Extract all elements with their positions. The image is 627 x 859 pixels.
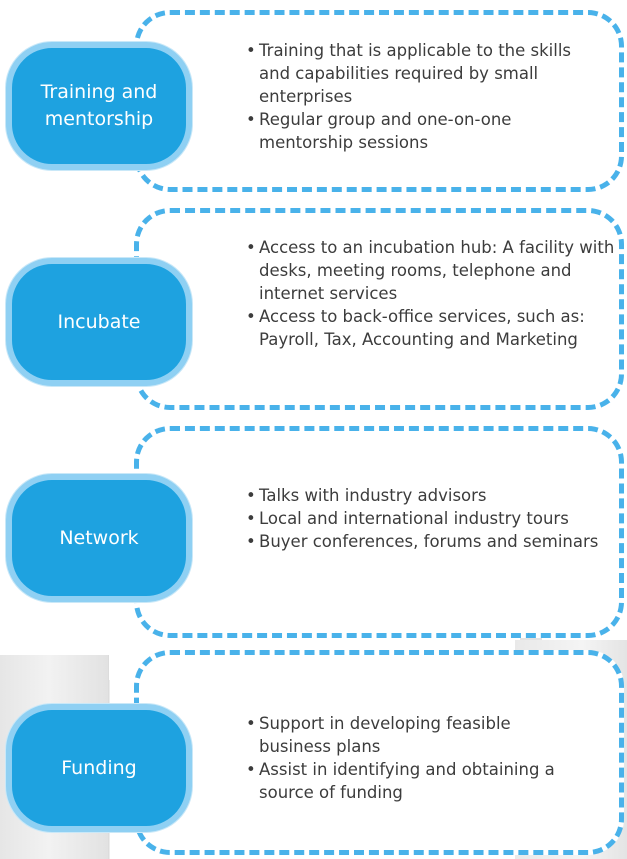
list-item: • Local and international industry tours xyxy=(246,507,618,530)
list-item-text: Support in developing feasible business … xyxy=(259,714,511,756)
section-badge-training: Training and mentorship xyxy=(6,42,192,170)
section-bullets-incubate: • Access to an incubation hub: A facilit… xyxy=(246,236,618,351)
list-item-text: Buyer conferences, forums and seminars xyxy=(259,532,599,551)
list-item: • Support in developing feasible busines… xyxy=(246,712,576,758)
section-frame-incubate xyxy=(134,208,624,410)
list-item-text: Talks with industry advisors xyxy=(259,486,487,505)
list-item-text: Assist in identifying and obtaining a so… xyxy=(259,760,555,802)
list-item: • Assist in identifying and obtaining a … xyxy=(246,758,576,804)
bullet-icon: • xyxy=(246,509,256,528)
bullet-icon: • xyxy=(246,110,256,129)
list-item: • Talks with industry advisors xyxy=(246,484,618,507)
list-item: • Buyer conferences, forums and seminars xyxy=(246,530,618,553)
list-item-text: Training that is applicable to the skill… xyxy=(259,41,572,106)
bullet-icon: • xyxy=(246,486,256,505)
list-item: • Regular group and one-on-one mentorshi… xyxy=(246,108,576,154)
section-label: Network xyxy=(59,526,139,549)
list-item: • Training that is applicable to the ski… xyxy=(246,39,576,108)
section-label: Funding xyxy=(61,756,137,779)
section-bullets-training: • Training that is applicable to the ski… xyxy=(246,39,576,154)
section-badge-network: Network xyxy=(6,474,192,602)
list-item-text: Regular group and one-on-one mentorship … xyxy=(259,110,512,152)
section-frame-network xyxy=(134,426,624,638)
bullet-icon: • xyxy=(246,307,256,326)
list-item-text: Access to an incubation hub: A facility … xyxy=(259,238,615,303)
list-item: • Access to back-office services, such a… xyxy=(246,305,618,351)
section-frame-training xyxy=(134,10,624,192)
section-badge-funding: Funding xyxy=(6,704,192,832)
bullet-icon: • xyxy=(246,41,256,60)
bullet-icon: • xyxy=(246,760,256,779)
section-bullets-network: • Talks with industry advisors • Local a… xyxy=(246,484,618,553)
bullet-icon: • xyxy=(246,238,256,257)
bullet-icon: • xyxy=(246,714,256,733)
bullet-icon: • xyxy=(246,532,256,551)
section-frame-funding xyxy=(134,650,624,855)
section-badge-incubate: Incubate xyxy=(6,258,192,386)
list-item: • Access to an incubation hub: A facilit… xyxy=(246,236,618,305)
section-bullets-funding: • Support in developing feasible busines… xyxy=(246,712,576,804)
list-item-text: Local and international industry tours xyxy=(259,509,569,528)
section-label: Incubate xyxy=(57,310,141,333)
section-label: Training and mentorship xyxy=(40,81,158,130)
list-item-text: Access to back-office services, such as:… xyxy=(259,307,585,349)
